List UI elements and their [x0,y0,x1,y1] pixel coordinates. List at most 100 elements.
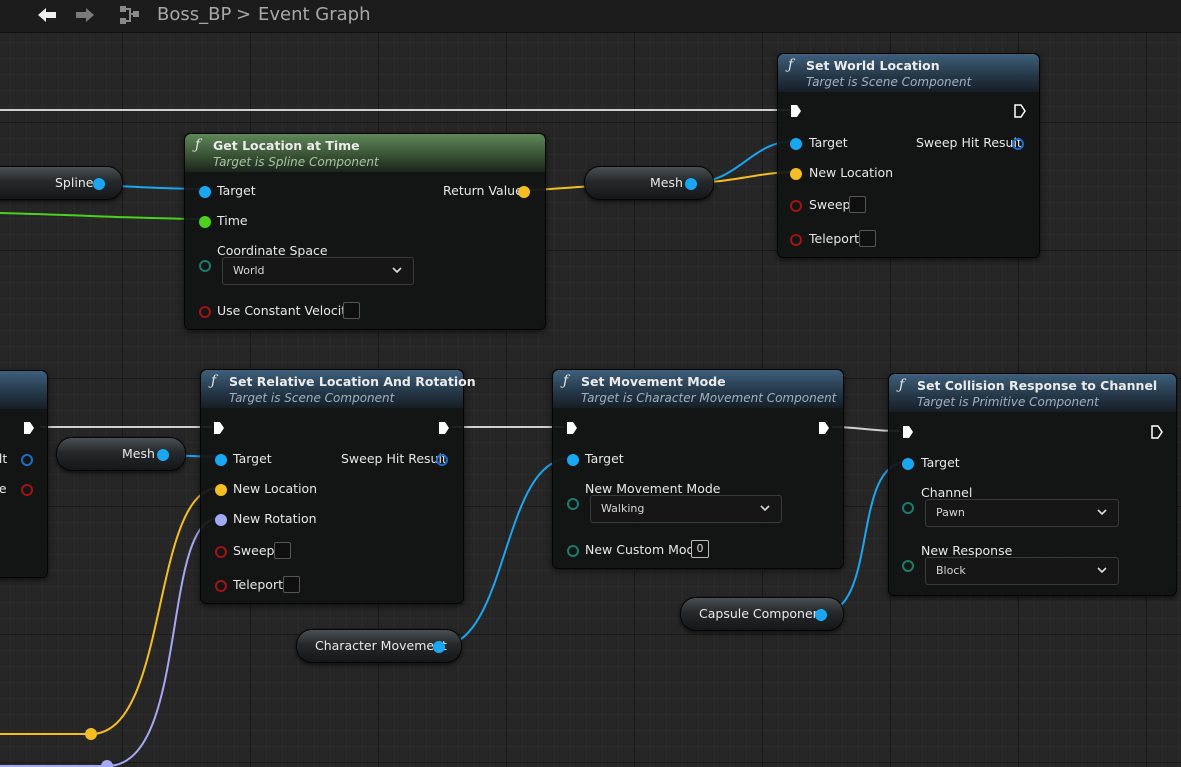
exec-pin-icon[interactable] [1151,425,1163,439]
return-value-pin[interactable] [518,186,530,198]
node-header: ƒ Get Location at Time Target is Spline … [185,134,545,172]
new-response-dropdown[interactable]: Block [925,557,1119,585]
channel-dropdown[interactable]: Pawn [925,499,1119,527]
sweep-pin[interactable] [790,200,802,212]
forward-button[interactable] [72,4,98,26]
sweep-hit-result-pin[interactable] [1012,138,1024,150]
pin-label: Time [217,213,248,228]
exec-pin-icon[interactable] [438,421,450,435]
teleport-checkbox[interactable] [283,576,300,593]
variable-label: Character Movement [315,638,447,653]
node-title: Set World Location [806,58,940,73]
mesh-variable-node[interactable]: Mesh [584,166,714,200]
variable-label: Spline [55,175,94,190]
object-wire [437,457,572,648]
exec-pin-icon[interactable] [818,421,830,435]
set-world-location-node[interactable]: ƒ Set World Location Target is Scene Com… [777,53,1040,258]
node-header: ƒ Set World Location Target is Scene Com… [778,54,1039,92]
chevron-down-icon [1097,567,1107,574]
target-pin[interactable] [567,454,579,466]
pin-label: New Response [921,543,1013,558]
exec-pin-icon[interactable] [213,421,225,435]
breadcrumb-graph[interactable]: Event Graph [258,4,371,25]
output-pin[interactable] [815,609,827,621]
dropdown-value: Walking [601,502,645,515]
variable-label: Mesh [650,175,683,190]
pin-label: Sweep [233,543,275,558]
custom-mode-input[interactable]: 0 [691,540,709,558]
teleport-pin[interactable] [215,580,227,592]
teleport-pin[interactable] [790,234,802,246]
pin-label: Target [809,135,848,150]
node-subtitle: Target is Primitive Component [917,395,1099,409]
output-pin[interactable] [93,178,105,190]
pin-label: Sweep [809,197,851,212]
breadcrumb-separator: > [236,4,252,25]
set-relative-location-and-rotation-node[interactable]: ƒ Set Relative Location And Rotation Tar… [200,369,476,604]
variable-label: Mesh [122,446,155,461]
partial-node[interactable]: ult ue [0,370,48,578]
set-movement-mode-node[interactable]: ƒ Set Movement Mode Target is Character … [552,369,844,569]
pin-label: Sweep Hit Result [341,451,447,466]
output-pin[interactable] [685,178,697,190]
target-pin[interactable] [902,458,914,470]
new-response-pin[interactable] [902,560,914,572]
reroute-node [85,728,97,740]
new-movement-mode-pin[interactable] [567,498,579,510]
new-location-pin[interactable] [215,484,227,496]
pin-label: Channel [921,485,973,500]
new-location-pin[interactable] [790,168,802,180]
pin-label: New Custom Mode [585,542,703,557]
breadcrumb-blueprint[interactable]: Boss_BP [157,4,232,25]
movement-mode-dropdown[interactable]: Walking [590,495,782,523]
float-wire [0,212,204,220]
target-pin[interactable] [215,454,227,466]
use-constant-velocity-checkbox[interactable] [343,302,360,319]
exec-pin-icon[interactable] [902,425,914,439]
output-pin[interactable] [433,641,445,653]
exec-pin-icon[interactable] [23,421,35,435]
partial-output-pin[interactable] [21,454,33,466]
pin-label: New Location [233,481,318,496]
new-rotation-pin[interactable] [215,514,227,526]
node-title: Set Relative Location And Rotation [229,374,476,389]
target-pin[interactable] [199,186,211,198]
coordinate-space-pin[interactable] [199,260,211,272]
new-custom-mode-pin[interactable] [567,545,579,557]
node-header: ƒ Set Movement Mode Target is Character … [553,370,843,408]
pin-label: Coordinate Space [217,243,328,258]
pin-label: Target [217,183,256,198]
teleport-checkbox[interactable] [859,230,876,247]
partial-pin-label: ue [0,481,7,496]
coordinate-space-dropdown[interactable]: World [222,257,414,285]
output-pin[interactable] [157,449,169,461]
exec-pin-icon[interactable] [566,421,578,435]
character-movement-variable-node[interactable]: Character Movement [296,629,462,663]
pin-label: New Location [809,165,894,180]
mesh-variable-node[interactable]: Mesh [56,437,186,471]
get-location-at-time-node[interactable]: ƒ Get Location at Time Target is Spline … [184,133,546,330]
channel-pin[interactable] [902,502,914,514]
time-pin[interactable] [199,216,211,228]
function-icon: ƒ [899,377,905,393]
node-subtitle: Target is Character Movement Component [581,391,837,405]
back-button[interactable] [34,4,60,26]
dropdown-value: World [233,264,265,277]
capsule-component-variable-node[interactable]: Capsule Component [680,597,844,631]
set-collision-response-node[interactable]: ƒ Set Collision Response to Channel Targ… [888,373,1177,596]
exec-pin-icon[interactable] [790,104,802,118]
arrow-left-icon [38,8,56,22]
blueprint-graph-icon [117,4,143,26]
sweep-checkbox[interactable] [849,196,866,213]
partial-output-pin[interactable] [21,484,33,496]
use-constant-velocity-pin[interactable] [199,306,211,318]
exec-pin-icon[interactable] [1014,104,1026,118]
partial-pin-label: ult [0,451,8,466]
pin-label: Teleport [809,231,859,246]
sweep-checkbox[interactable] [274,542,291,559]
spline-variable-node[interactable]: Spline [0,166,123,200]
sweep-pin[interactable] [215,546,227,558]
pin-label: Target [585,451,624,466]
target-pin[interactable] [790,138,802,150]
sweep-hit-result-pin[interactable] [436,454,448,466]
